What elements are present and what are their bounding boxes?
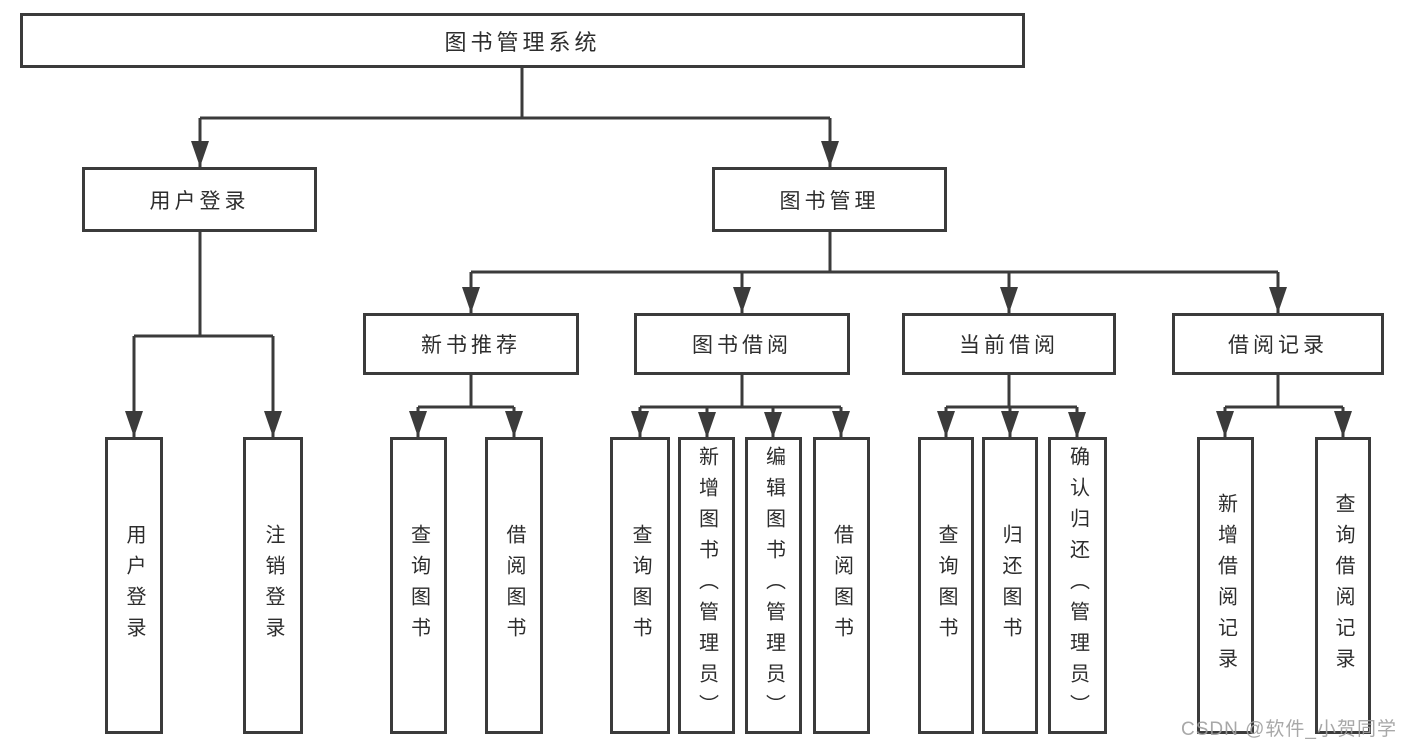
leaf-label: 查询图书 bbox=[935, 523, 957, 648]
node-borrow-records: 借阅记录 bbox=[1172, 313, 1384, 375]
node-label: 当前借阅 bbox=[959, 334, 1059, 357]
leaf-label: 新增借阅记录 bbox=[1214, 492, 1237, 679]
leaf-label: 归还图书 bbox=[999, 523, 1021, 648]
leaf-query-borrow-record: 查询借阅记录 bbox=[1315, 437, 1371, 734]
leaf-borrow-books: 借阅图书 bbox=[813, 437, 870, 734]
leaf-label: 查询图书 bbox=[407, 523, 430, 648]
leaf-label: 注销登录 bbox=[262, 523, 284, 648]
leaf-add-borrow-record: 新增借阅记录 bbox=[1197, 437, 1254, 734]
node-library-management-system: 图书管理系统 bbox=[20, 13, 1025, 68]
leaf-borrow-books-recommend: 借阅图书 bbox=[485, 437, 543, 734]
leaf-add-book-admin: 新增图书（管理员） bbox=[678, 437, 735, 734]
leaf-return-book: 归还图书 bbox=[982, 437, 1038, 734]
leaf-label: 编辑图书（管理员） bbox=[762, 446, 785, 725]
leaf-label: 确认归还（管理员） bbox=[1066, 446, 1089, 725]
node-new-book-recommend: 新书推荐 bbox=[363, 313, 579, 375]
leaf-query-books-recommend: 查询图书 bbox=[390, 437, 447, 734]
node-label: 图书借阅 bbox=[692, 334, 792, 357]
leaf-label: 用户登录 bbox=[123, 523, 145, 648]
leaf-label: 借阅图书 bbox=[503, 523, 525, 648]
leaf-user-login: 用户登录 bbox=[105, 437, 163, 734]
node-label: 借阅记录 bbox=[1228, 334, 1328, 357]
node-label: 图书管理 bbox=[779, 189, 880, 213]
leaf-label: 查询借阅记录 bbox=[1332, 492, 1354, 679]
csdn-watermark: CSDN @软件_小贺同学 bbox=[1181, 719, 1397, 740]
leaf-label: 新增图书（管理员） bbox=[695, 446, 718, 725]
leaf-logout: 注销登录 bbox=[243, 437, 303, 734]
leaf-query-books-borrow: 查询图书 bbox=[610, 437, 670, 734]
node-label: 图书管理系统 bbox=[444, 29, 601, 55]
leaf-confirm-return-admin: 确认归还（管理员） bbox=[1048, 437, 1107, 734]
node-user-login: 用户登录 bbox=[82, 167, 317, 232]
node-current-borrow: 当前借阅 bbox=[902, 313, 1116, 375]
node-label: 用户登录 bbox=[149, 189, 250, 213]
node-book-borrow: 图书借阅 bbox=[634, 313, 850, 375]
leaf-query-books-current: 查询图书 bbox=[918, 437, 974, 734]
node-book-management: 图书管理 bbox=[712, 167, 947, 232]
leaf-label: 借阅图书 bbox=[830, 523, 853, 648]
node-label: 新书推荐 bbox=[421, 334, 521, 357]
leaf-label: 查询图书 bbox=[629, 523, 651, 648]
leaf-edit-book-admin: 编辑图书（管理员） bbox=[745, 437, 802, 734]
